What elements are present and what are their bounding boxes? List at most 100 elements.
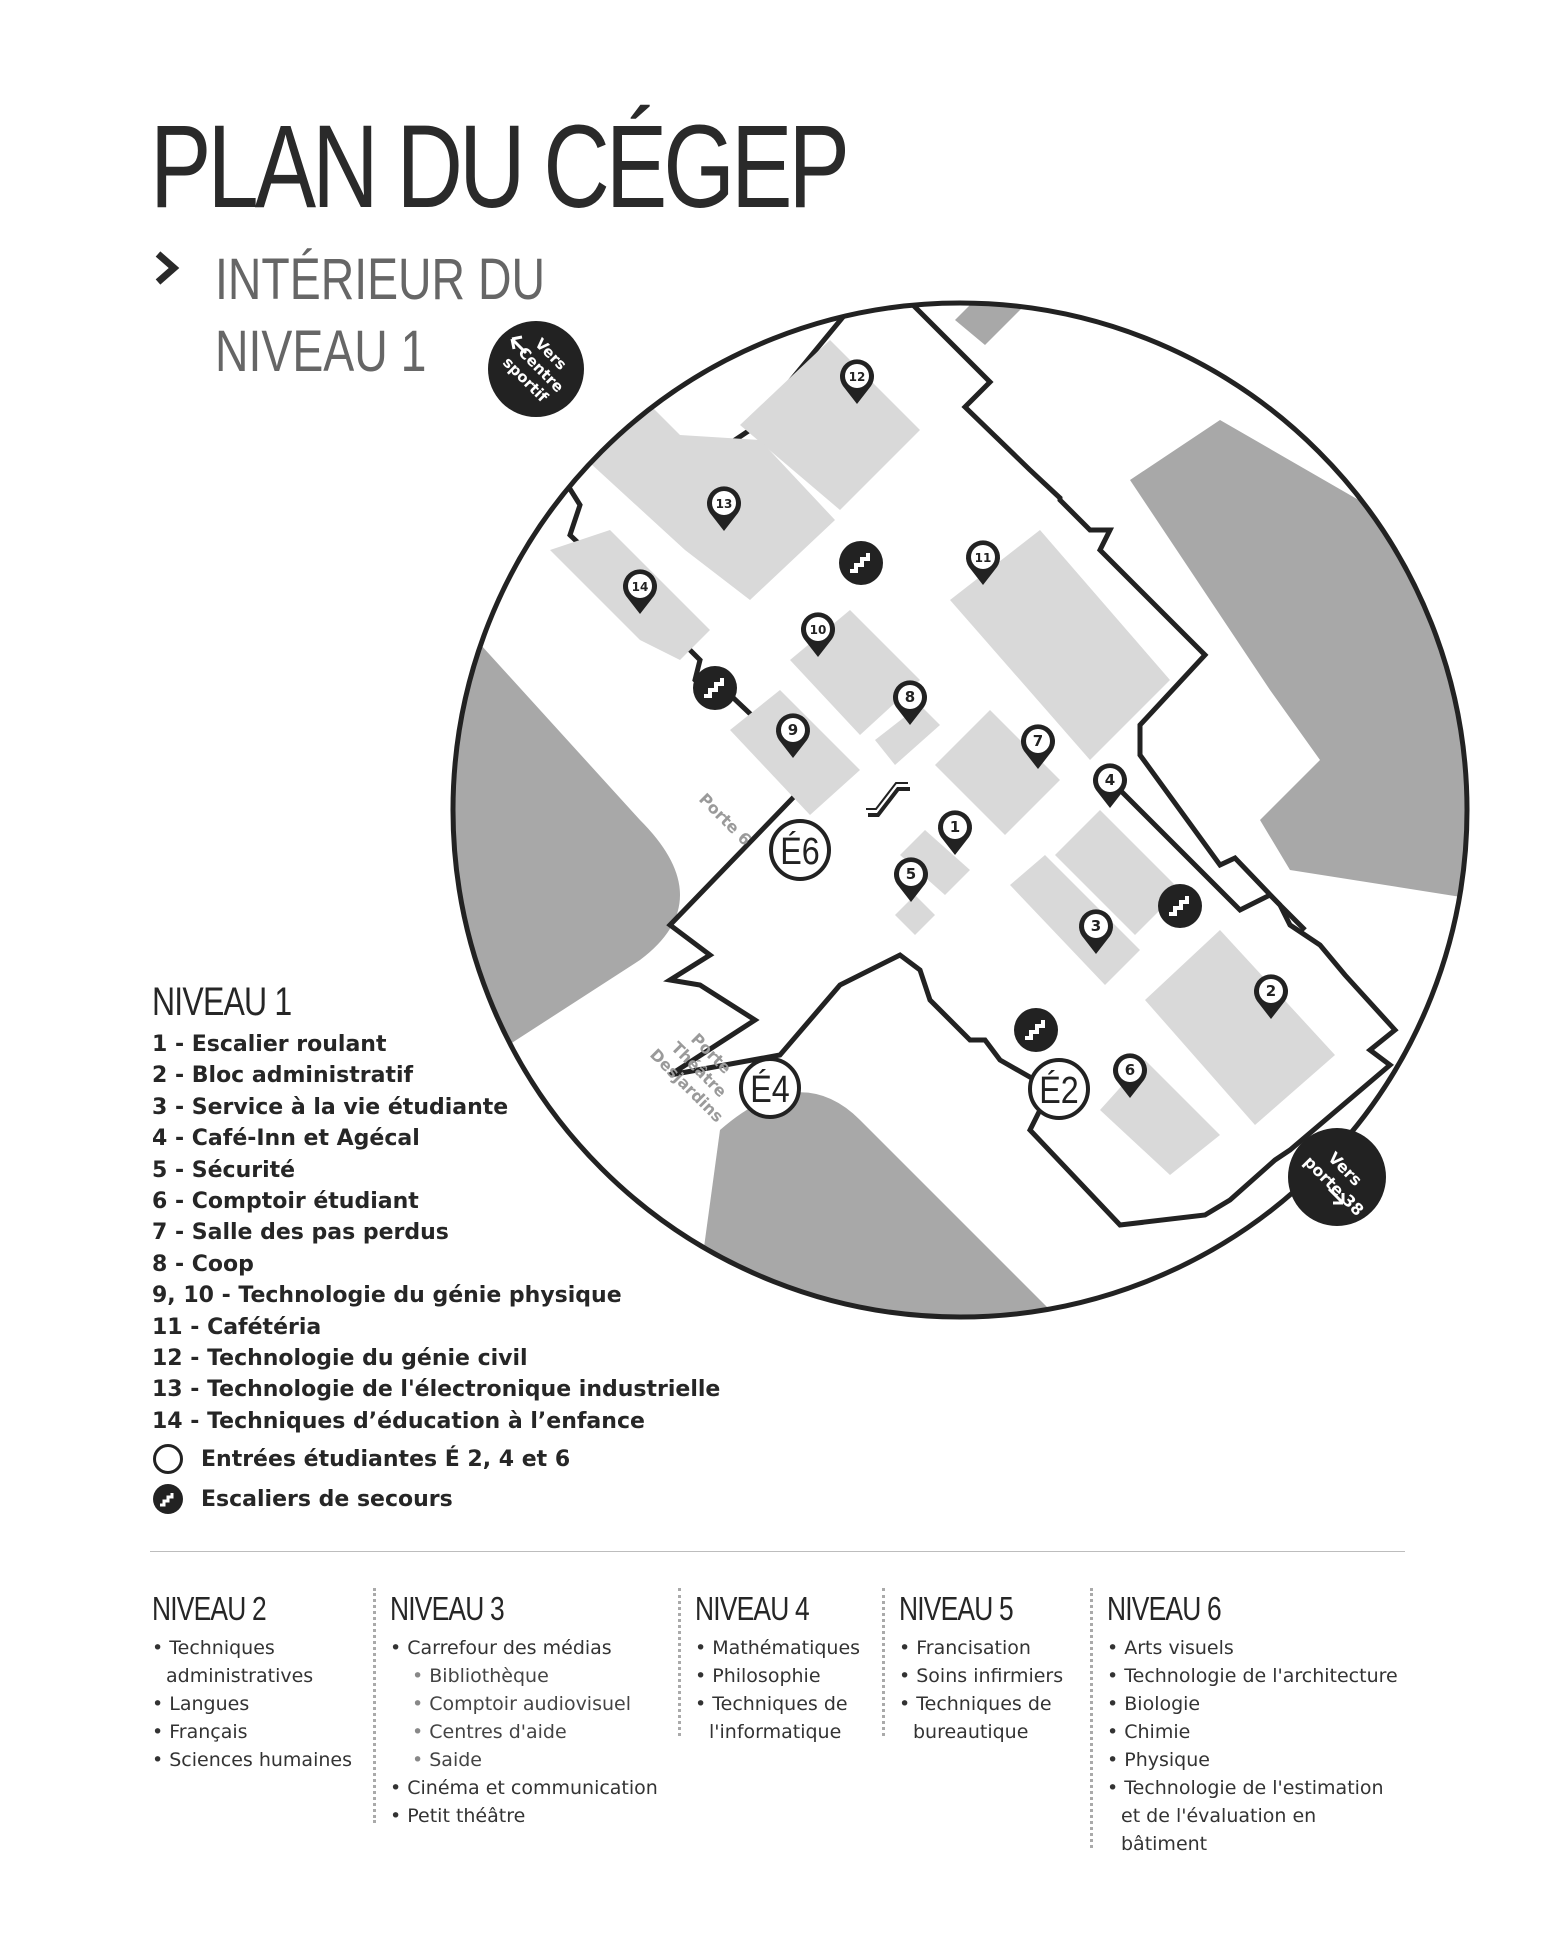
badge-vers-porte-38[interactable]: Vers porte 38 [1288,1128,1386,1226]
room-marker-9[interactable]: 9 [776,713,810,758]
level-sub-item: Bibliothèque [390,1662,660,1690]
level-item: Carrefour des médias [390,1634,660,1662]
map-boundary [450,300,1470,1320]
level-title: NIVEAU 3 [390,1590,505,1627]
room-marker-label: 5 [906,865,916,883]
page-title: PLAN DU CÉGEP [150,101,850,233]
level-item: Techniques administratives [152,1634,362,1690]
level-title: NIVEAU 2 [152,1590,267,1627]
room-11 [950,530,1170,760]
room-13 [565,395,835,600]
legend-item: 8 - Coop [152,1251,254,1277]
ring-icon [153,1444,183,1474]
level-item: Petit théâtre [390,1802,660,1830]
stairs-icons [693,541,1202,1052]
level-item: Francisation [899,1634,1074,1662]
level-sub-item: Comptoir audiovisuel [390,1690,660,1718]
level-item: Sciences humaines [152,1746,362,1774]
room-8 [875,705,940,765]
room-4 [1055,810,1180,935]
level-item: Philosophie [695,1662,870,1690]
room-marker-label: 14 [632,580,649,594]
level-title: NIVEAU 4 [695,1590,810,1627]
room-marker-label: 3 [1091,917,1101,935]
legend-key-entrances: Entrées étudiantes É 2, 4 et 6 [153,1444,570,1474]
level-list: Techniques administratives Langues Franç… [152,1634,362,1774]
room-marker-11[interactable]: 11 [966,540,1000,585]
level-item: Technologie de l'estimation et de l'éval… [1107,1774,1407,1858]
arrow-up-left-icon [510,335,528,355]
level-item: Arts visuels [1107,1634,1407,1662]
entrance-e6-label: É6 [780,831,819,873]
room-marker-label: 11 [975,551,992,565]
legend-item: 6 - Comptoir étudiant [152,1189,419,1215]
level-title: NIVEAU 6 [1107,1590,1222,1627]
room-7 [935,710,1060,835]
room-12 [740,340,920,510]
legend-item: 9, 10 - Technologie du génie physique [152,1283,622,1309]
legend-key-stairs-label: Escaliers de secours [201,1486,453,1512]
legend-list: 1 - Escalier roulant 2 - Bloc administra… [152,1029,720,1437]
level-item: Soins infirmiers [899,1662,1074,1690]
room-marker-label: 4 [1105,771,1115,789]
level-list: Carrefour des médias Bibliothèque Compto… [390,1634,660,1830]
room-marker-2[interactable]: 2 [1254,974,1288,1019]
entrance-e4-label: É4 [750,1069,789,1111]
room-marker-label: 9 [788,721,798,739]
room-marker-12[interactable]: 12 [840,359,874,404]
level-item: Techniques de bureautique [899,1690,1074,1746]
legend-item: 7 - Salle des pas perdus [152,1220,449,1246]
level-title: NIVEAU 5 [899,1590,1014,1627]
stairs-icon [693,666,737,710]
room-marker-4[interactable]: 4 [1093,763,1127,808]
legend-item: 5 - Sécurité [152,1157,296,1183]
level-list: Arts visuels Technologie de l'architectu… [1107,1634,1407,1858]
legend-key-entrances-label: Entrées étudiantes É 2, 4 et 6 [201,1446,571,1472]
room-1 [900,830,970,895]
legend-key-stairs: Escaliers de secours [153,1484,453,1514]
level-item: Techniques de l'informatique [695,1690,870,1746]
room-marker-13[interactable]: 13 [707,486,741,531]
level-3-column: NIVEAU 3 Carrefour des médias Bibliothèq… [373,1588,660,1827]
legend-item: 1 - Escalier roulant [152,1032,387,1057]
room-marker-label: 8 [905,688,915,706]
room-marker-10[interactable]: 10 [801,612,835,657]
legend-item: 11 - Cafétéria [152,1314,322,1340]
room-marker-label: 6 [1125,1061,1135,1079]
level-item: Langues [152,1690,362,1718]
stairs-icon [1014,1008,1058,1052]
level-item: Biologie [1107,1690,1407,1718]
entrance-e4[interactable]: É4 [739,1057,801,1119]
level-item: Français [152,1718,362,1746]
legend-item: 2 - Bloc administratif [152,1063,414,1089]
room-marker-1[interactable]: 1 [938,810,972,855]
level-list: Francisation Soins infirmiers Techniques… [899,1634,1074,1746]
room-marker-14[interactable]: 14 [623,569,657,614]
room-marker-5[interactable]: 5 [894,857,928,902]
stairs-icon [1158,884,1202,928]
legend-title: NIVEAU 1 [152,980,292,1024]
room-2 [1145,930,1335,1125]
subtitle-line-2: NIVEAU 1 [215,319,427,384]
legend-item: 13 - Technologie de l'électronique indus… [152,1377,721,1403]
entrance-e2-label: É2 [1039,1070,1078,1112]
room-marker-label: 2 [1266,982,1276,1000]
page-subtitle: INTÉRIEUR DU NIVEAU 1 [215,244,545,388]
room-marker-7[interactable]: 7 [1021,724,1055,769]
level-item: Mathématiques [695,1634,870,1662]
stairs-icon [839,541,883,585]
entrance-e6[interactable]: É6 [769,819,831,881]
room-marker-label: 12 [849,370,866,384]
room-marker-8[interactable]: 8 [893,680,927,725]
legend-item: 14 - Techniques d’éducation à l’enfance [152,1408,645,1434]
level-5-column: NIVEAU 5 Francisation Soins infirmiers T… [882,1588,1074,1743]
entrance-e2[interactable]: É2 [1028,1058,1090,1120]
level-6-column: NIVEAU 6 Arts visuels Technologie de l'a… [1090,1588,1407,1855]
room-marker-6[interactable]: 6 [1113,1053,1147,1098]
badge-vers-centre-sportif[interactable]: Vers Centre sportif [488,321,584,417]
level-sub-item: Saide [390,1746,660,1774]
room-marker-label: 7 [1033,732,1043,750]
level-2-column: NIVEAU 2 Techniques administratives Lang… [152,1588,362,1774]
room-marker-3[interactable]: 3 [1079,909,1113,954]
